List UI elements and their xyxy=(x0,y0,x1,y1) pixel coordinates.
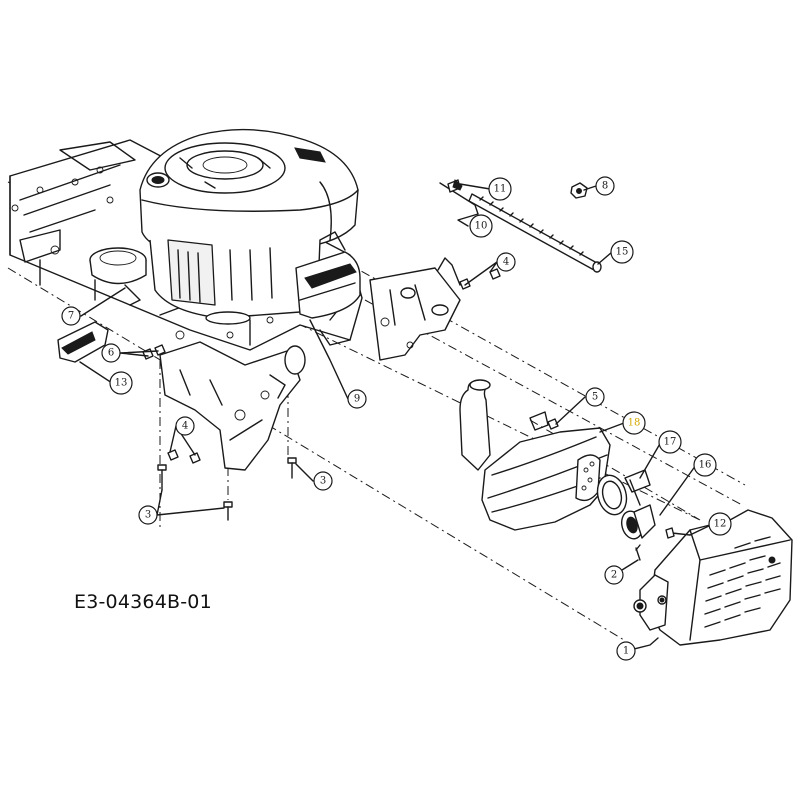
engine-mount-bracket xyxy=(159,341,306,471)
engine xyxy=(139,128,361,325)
callout-3-bottom: 3 xyxy=(138,505,158,525)
callout-2-label: 2 xyxy=(611,570,617,581)
callout-18: 18 xyxy=(622,411,646,435)
callout-16: 16 xyxy=(693,453,717,477)
callout-11: 11 xyxy=(488,177,512,201)
callout-3-bottom-label: 3 xyxy=(145,510,151,521)
drawing-code: E3-04364B-01 xyxy=(74,591,212,613)
callout-10-label: 10 xyxy=(475,221,488,232)
callout-13: 13 xyxy=(109,371,133,395)
belt-guide xyxy=(57,321,109,363)
callout-9: 9 xyxy=(347,389,367,409)
callout-12: 12 xyxy=(708,512,732,536)
callout-5-label: 5 xyxy=(592,392,598,403)
engine-pulley xyxy=(89,247,147,306)
callout-6: 6 xyxy=(101,343,121,363)
callout-9-label: 9 xyxy=(354,394,360,405)
callout-6-label: 6 xyxy=(108,348,114,359)
callout-18-label: 18 xyxy=(628,418,641,429)
callout-16-label: 16 xyxy=(699,460,712,471)
callout-8-label: 8 xyxy=(602,181,608,192)
gasket xyxy=(596,469,651,516)
callout-11-label: 11 xyxy=(494,184,507,195)
callout-13-label: 13 xyxy=(115,378,128,389)
callout-7-label: 7 xyxy=(68,311,74,322)
callout-4-left: 4 xyxy=(175,416,195,436)
cable xyxy=(439,179,479,215)
callout-17: 17 xyxy=(658,430,682,454)
callouts: 1 2 3 3 4 4 5 6 xyxy=(61,176,732,661)
muffler xyxy=(459,379,611,531)
callout-1-label: 1 xyxy=(623,646,629,657)
callout-17-label: 17 xyxy=(664,437,677,448)
callout-5: 5 xyxy=(585,387,605,407)
rod xyxy=(468,193,602,273)
callout-3-right-label: 3 xyxy=(320,476,326,487)
callout-15-label: 15 xyxy=(616,247,629,258)
callout-12-label: 12 xyxy=(714,519,727,530)
callout-7: 7 xyxy=(61,306,81,326)
callout-10: 10 xyxy=(469,214,493,238)
callout-4-right-label: 4 xyxy=(503,257,509,268)
spark-arrestor xyxy=(620,504,656,551)
callout-15: 15 xyxy=(610,240,634,264)
rear-bracket xyxy=(369,257,461,361)
callout-8: 8 xyxy=(595,176,615,196)
muffler-heat-shield xyxy=(633,509,793,646)
callout-4-left-label: 4 xyxy=(182,421,188,432)
callout-4-right: 4 xyxy=(496,252,516,272)
callout-2: 2 xyxy=(604,565,624,585)
callout-3-right: 3 xyxy=(313,471,333,491)
callout-1: 1 xyxy=(616,641,636,661)
nut-8 xyxy=(570,182,588,199)
